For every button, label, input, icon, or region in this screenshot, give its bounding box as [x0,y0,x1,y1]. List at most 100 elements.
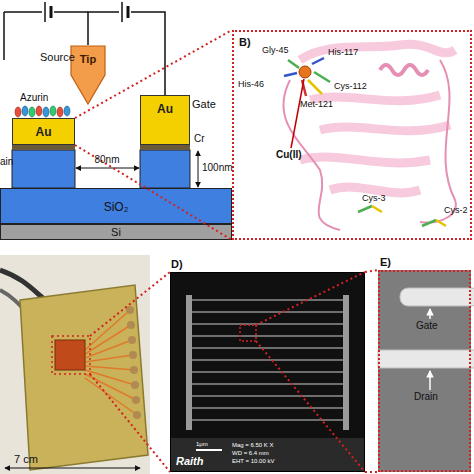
contact-pad [343,295,349,430]
connector-pin [132,396,140,404]
protein-ribbon [330,187,420,193]
logo-text: Raith [176,456,204,467]
residue-label: Gly-45 [262,46,289,55]
residue-stick [422,220,436,226]
protein-ribbon [300,157,430,163]
residue-stick [284,73,297,76]
azurin-molecule [15,107,21,117]
node-label: SiO₂ [1,201,231,213]
copper-trace [85,340,132,358]
zoom-line [256,341,365,472]
node-label: Si [1,227,231,238]
electrode-label: Drain [414,392,438,402]
copper-trace [85,378,137,415]
layer-label: Azurin [20,93,48,103]
battery-symbol [127,6,130,18]
dimension-arrow [198,151,199,187]
tip-shape [71,46,105,104]
terminal-label: Source [40,52,75,63]
nanowire [192,335,343,336]
residue-label: His-117 [328,48,358,57]
dimension-label: 7 cm [14,454,38,465]
azurin-molecule [22,106,28,116]
connector-pin [127,321,135,329]
copper-trace [85,366,134,370]
battery-symbol [44,2,46,22]
residue-stick [436,220,446,226]
zoom-line [256,272,365,325]
nanowire [192,323,343,324]
azurin-molecule [57,107,63,117]
zoom-frame [240,325,256,341]
connector-pin [131,381,139,389]
pointer-arrow [429,309,431,319]
node-label: Au [13,126,74,138]
nanowire [192,395,343,396]
zoom-frame [52,336,90,374]
copper-trace [85,355,133,362]
photo-background [0,255,150,474]
residue-label: Cys-112 [334,82,367,91]
zoom-line [365,270,378,272]
scale-label: 1μm [196,441,208,447]
ion-label: Cu(II) [276,150,302,160]
nanowire [192,407,343,408]
azurin-molecule [50,106,56,116]
layer-block: SiO₂ [0,188,232,224]
connector-pin [133,411,141,419]
nanowire [192,311,343,312]
sem-info: Mag = 6.50 K X [232,442,274,448]
pointer-arrow [429,371,431,390]
sem-info: WD = 6.4 mm [232,450,269,456]
drain-electrode [378,350,474,368]
nanowire [192,299,343,300]
sem-image [170,272,365,472]
zoom-line [365,471,378,473]
layer-block: Si [0,224,232,240]
gate-electrode [400,288,474,306]
circuit-wire [3,12,5,60]
circuit-board [20,285,148,470]
node-label: D) [171,259,183,270]
dimension-label: 100nm [202,163,233,173]
nanowire [192,383,343,384]
sample-chip [55,340,85,370]
oxide-ridge [140,150,190,188]
node-label: B) [239,37,251,48]
azurin-molecule [29,107,35,117]
battery-gap [119,2,131,22]
azurin-molecule [64,106,70,116]
connector-pin [128,336,136,344]
zoom-line [75,145,232,240]
zoom-line [75,30,232,118]
azurin-molecule [43,107,49,117]
dimension-arrow [5,468,140,469]
chromium-layer [140,145,190,150]
electrode-label: Gate [416,321,438,331]
layer-block: AuGate [140,95,190,145]
azurin-molecule [36,106,42,116]
nanowire [192,359,343,360]
zoom-line [90,272,170,336]
sem-info-bar [170,438,365,472]
zoom-line [90,374,170,472]
electrode-label: ain [0,157,13,167]
node-heading: Gate [192,99,216,110]
residue-stick [312,58,324,64]
circuit-wire [88,12,165,95]
layer-block: Au [12,118,75,145]
battery-gap [42,2,54,22]
residue-stick [358,206,372,212]
layer-label: Cr [194,134,205,144]
node-label: Au [141,103,189,115]
residue-stick [372,206,382,212]
dimension-arrow [76,168,139,169]
protein-ribbon [320,125,450,131]
scale-bar [196,449,222,451]
protein-loop [420,60,456,223]
